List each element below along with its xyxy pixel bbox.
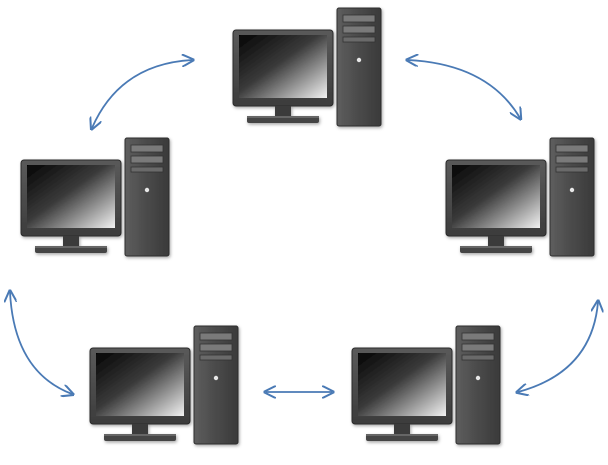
computer-node-bottom-left [89, 325, 239, 445]
desktop-computer-icon [232, 7, 382, 127]
desktop-computer-icon [89, 325, 239, 445]
desktop-computer-icon [351, 325, 501, 445]
desktop-computer-icon [20, 137, 170, 257]
link-top-right-arrow [408, 60, 520, 118]
link-bottomleft-left-arrow [10, 292, 72, 394]
computer-node-left [20, 137, 170, 257]
link-left-top-arrow [92, 60, 192, 128]
computer-node-bottom-right [351, 325, 501, 445]
computer-node-top [232, 7, 382, 127]
computer-node-right [445, 137, 595, 257]
link-right-bottomright-arrow [518, 302, 598, 392]
desktop-computer-icon [445, 137, 595, 257]
